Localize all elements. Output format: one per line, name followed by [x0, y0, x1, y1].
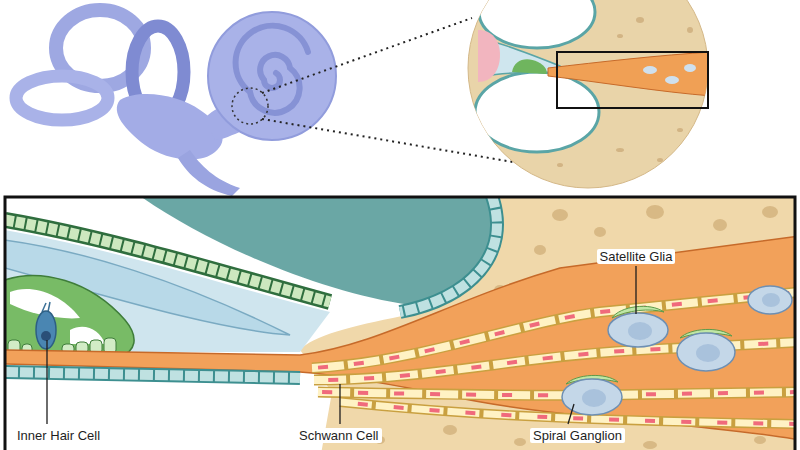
leader-line — [568, 404, 574, 424]
leader-line — [339, 384, 340, 424]
stria-vascularis — [478, 30, 500, 82]
nerve-bundle — [6, 236, 794, 440]
tympanic-lining-cells — [6, 372, 300, 378]
zoom-line — [262, 18, 472, 93]
cochlea — [208, 12, 336, 140]
leader-lines — [47, 266, 636, 424]
leader-line — [635, 266, 636, 314]
spiral-ganglion-cells — [562, 286, 792, 415]
structure-label: Spiral Ganglion — [530, 428, 625, 443]
round-window — [178, 150, 240, 196]
tympanic-lining — [6, 372, 300, 378]
organ-of-corti — [512, 59, 547, 74]
structure-label: Schwann Cell — [296, 428, 382, 443]
panel-interior — [6, 198, 794, 450]
panel-frame — [5, 197, 795, 450]
leader-line — [46, 340, 47, 424]
bone — [468, 0, 708, 188]
inner-ear-labyrinth — [16, 10, 336, 196]
cochlear-spiral — [236, 26, 308, 113]
cochlear-nerve — [548, 52, 712, 96]
detail-panel — [5, 196, 800, 450]
lateral-canal — [16, 76, 108, 120]
zoom-frame — [557, 52, 708, 108]
section-interior — [475, 0, 712, 167]
inner-hair-cell — [36, 302, 56, 349]
vestibule — [117, 94, 223, 160]
scala-tympani — [475, 72, 599, 152]
myelinated-axons — [312, 292, 794, 424]
cochlea-cross-section — [468, 0, 712, 188]
organ-of-corti — [6, 276, 134, 356]
scala-vestibuli-wall — [140, 198, 493, 305]
structure-label: Inner Hair Cell — [14, 428, 103, 443]
structure-label: Satellite Glia — [597, 249, 676, 264]
